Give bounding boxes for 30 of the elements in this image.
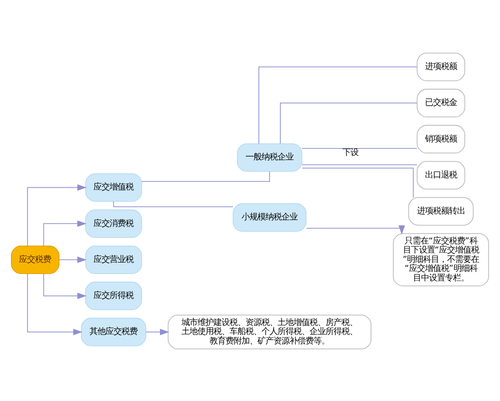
- arrow: [146, 328, 170, 335]
- arrow: [27, 184, 87, 246]
- connector: [113, 200, 234, 207]
- node-box: 已交税金: [416, 88, 466, 117]
- connector: [141, 170, 270, 182]
- edge-label: 下设: [342, 146, 359, 157]
- arrow: [27, 272, 82, 335]
- node-box: 销项税额: [416, 124, 466, 153]
- node-box: 一般纳税企业: [236, 142, 302, 172]
- arrow: [43, 220, 87, 246]
- node-box: 城市维护建设税、资源税、土地增值税、房产税、土地使用税、车船税、个人所得税、企业所得税、教育费附加、矿产资源补偿费等。: [168, 314, 372, 349]
- arrow: [58, 256, 87, 263]
- connector: [302, 164, 418, 165]
- node-box: 应交所得税: [85, 281, 142, 310]
- arrow: [43, 272, 87, 299]
- node-box: 应交增值税: [85, 172, 142, 202]
- node-box: 进项税额: [416, 52, 466, 81]
- arrow: [306, 224, 405, 234]
- connector: [302, 147, 418, 148]
- connector: [258, 66, 418, 144]
- node-box: 出口退税: [416, 160, 466, 189]
- connector: [280, 102, 418, 144]
- node-box: 应交营业税: [85, 245, 142, 274]
- node-box: 小规模纳税企业: [232, 202, 306, 232]
- node-box: 应交消费税: [85, 208, 142, 238]
- connector: [302, 167, 414, 198]
- node-box: 只需在“应交税费”科目下设置“应交增值税”明细科目，不需要在“应交增值税”明细科目中设置专栏。: [392, 232, 489, 286]
- node-box: 进项税额转出: [408, 196, 474, 226]
- node-box: 应交税费: [11, 245, 60, 274]
- node-box: 其他应交税费: [80, 317, 146, 346]
